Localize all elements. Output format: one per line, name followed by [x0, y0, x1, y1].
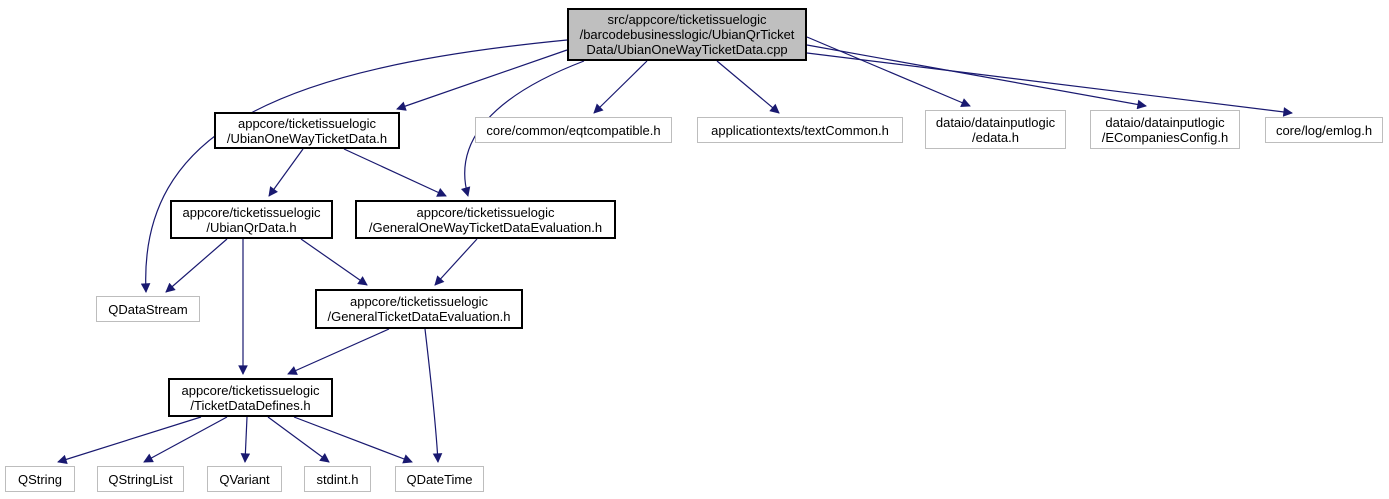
edge-ticket-data-defines-h-to-qstringlist: [143, 416, 228, 463]
graph-node-ticket-data-defines-h[interactable]: appcore/ticketissuelogic/TicketDataDefin…: [168, 378, 333, 417]
graph-node-ubian-one-way-ticket-data-h[interactable]: appcore/ticketissuelogic/UbianOneWayTick…: [214, 112, 400, 149]
node-label-line: appcore/ticketissuelogic: [182, 204, 321, 220]
graph-node-ubian-one-way-ticket-data-cpp: src/appcore/ticketissuelogic/barcodebusi…: [567, 8, 807, 61]
graph-node-qstring: QString: [5, 466, 75, 492]
edge-ubian-one-way-ticket-data-cpp-to-edata-h: [806, 36, 971, 108]
edge-general-ticket-data-evaluation-h-to-qdatetime: [424, 328, 443, 463]
node-label-line: /ECompaniesConfig.h: [1101, 129, 1229, 145]
node-label-line: dataio/datainputlogic: [1105, 114, 1225, 130]
edge-ticket-data-defines-h-to-qdatetime: [293, 416, 413, 464]
edge-general-ticket-data-evaluation-h-to-ticket-data-defines-h: [287, 328, 390, 375]
edge-ubian-one-way-ticket-data-cpp-to-ecompanies-config-h: [806, 44, 1147, 110]
graph-node-qdatetime: QDateTime: [395, 466, 484, 492]
graph-node-stdint-h: stdint.h: [304, 466, 371, 492]
node-label-line: /GeneralTicketDataEvaluation.h: [327, 309, 511, 324]
node-label-line: appcore/ticketissuelogic: [237, 115, 377, 131]
node-label-line: Data/UbianOneWayTicketData.cpp: [586, 42, 788, 57]
edge-ubian-one-way-ticket-data-cpp-to-ubian-one-way-ticket-data-h: [396, 49, 568, 111]
node-label-line: /barcodebusinesslogic/UbianQrTicket: [579, 27, 795, 42]
edge-ubian-one-way-ticket-data-cpp-to-text-common-h: [716, 60, 780, 114]
graph-node-qvariant: QVariant: [207, 466, 282, 492]
graph-node-qdatastream: QDataStream: [96, 296, 200, 322]
node-label-line: QDateTime: [406, 471, 473, 487]
graph-node-ubian-qr-data-h[interactable]: appcore/ticketissuelogic/UbianQrData.h: [170, 200, 333, 239]
node-label-line: /TicketDataDefines.h: [190, 397, 311, 413]
node-label-line: /UbianOneWayTicketData.h: [226, 130, 388, 146]
node-label-line: QVariant: [219, 471, 270, 487]
edge-general-one-way-ticket-data-evaluation-h-to-general-ticket-data-evaluation-h: [434, 238, 478, 286]
node-label-line: QDataStream: [108, 301, 188, 317]
edge-ubian-one-way-ticket-data-h-to-ubian-qr-data-h: [268, 148, 304, 197]
edge-ubian-one-way-ticket-data-h-to-general-one-way-ticket-data-evaluation-h: [343, 148, 447, 197]
node-label-line: QStringList: [108, 471, 173, 487]
graph-node-qstringlist: QStringList: [97, 466, 184, 492]
node-label-line: applicationtexts/textCommon.h: [711, 122, 889, 138]
edge-ticket-data-defines-h-to-qvariant: [240, 416, 251, 463]
node-label-line: /edata.h: [972, 129, 1019, 145]
graph-node-text-common-h: applicationtexts/textCommon.h: [697, 117, 903, 143]
node-label-line: appcore/ticketissuelogic: [181, 382, 320, 398]
edge-ticket-data-defines-h-to-stdint-h: [267, 416, 330, 463]
node-label-line: core/common/eqtcompatible.h: [486, 122, 661, 138]
edge-ubian-qr-data-h-to-general-ticket-data-evaluation-h: [300, 238, 368, 286]
graph-node-eqtcompatible-h: core/common/eqtcompatible.h: [475, 117, 672, 143]
node-label-line: /UbianQrData.h: [206, 219, 297, 235]
graph-node-general-ticket-data-evaluation-h[interactable]: appcore/ticketissuelogic/GeneralTicketDa…: [315, 289, 523, 329]
node-label-line: QString: [17, 471, 63, 487]
edge-ubian-qr-data-h-to-qdatastream: [165, 238, 228, 293]
edge-ticket-data-defines-h-to-qstring: [57, 416, 202, 464]
node-label-line: stdint.h: [316, 471, 359, 487]
edge-ubian-one-way-ticket-data-cpp-to-emlog-h: [806, 52, 1293, 117]
node-label-line: appcore/ticketissuelogic: [349, 294, 489, 309]
graph-node-emlog-h: core/log/emlog.h: [1265, 117, 1383, 143]
node-label-line: /GeneralOneWayTicketDataEvaluation.h: [368, 219, 603, 235]
node-label-line: core/log/emlog.h: [1275, 122, 1373, 138]
node-label-line: dataio/datainputlogic: [935, 114, 1056, 130]
edge-ubian-one-way-ticket-data-cpp-to-eqtcompatible-h: [593, 60, 648, 114]
node-label-line: src/appcore/ticketissuelogic: [607, 12, 767, 27]
edge-ubian-one-way-ticket-data-cpp-to-qdatastream: [140, 39, 568, 293]
graph-node-general-one-way-ticket-data-evaluation-h[interactable]: appcore/ticketissuelogic/GeneralOneWayTi…: [355, 200, 616, 239]
graph-node-edata-h: dataio/datainputlogic/edata.h: [925, 110, 1066, 149]
node-label-line: appcore/ticketissuelogic: [416, 204, 555, 220]
graph-node-ecompanies-config-h: dataio/datainputlogic/ECompaniesConfig.h: [1090, 110, 1240, 149]
